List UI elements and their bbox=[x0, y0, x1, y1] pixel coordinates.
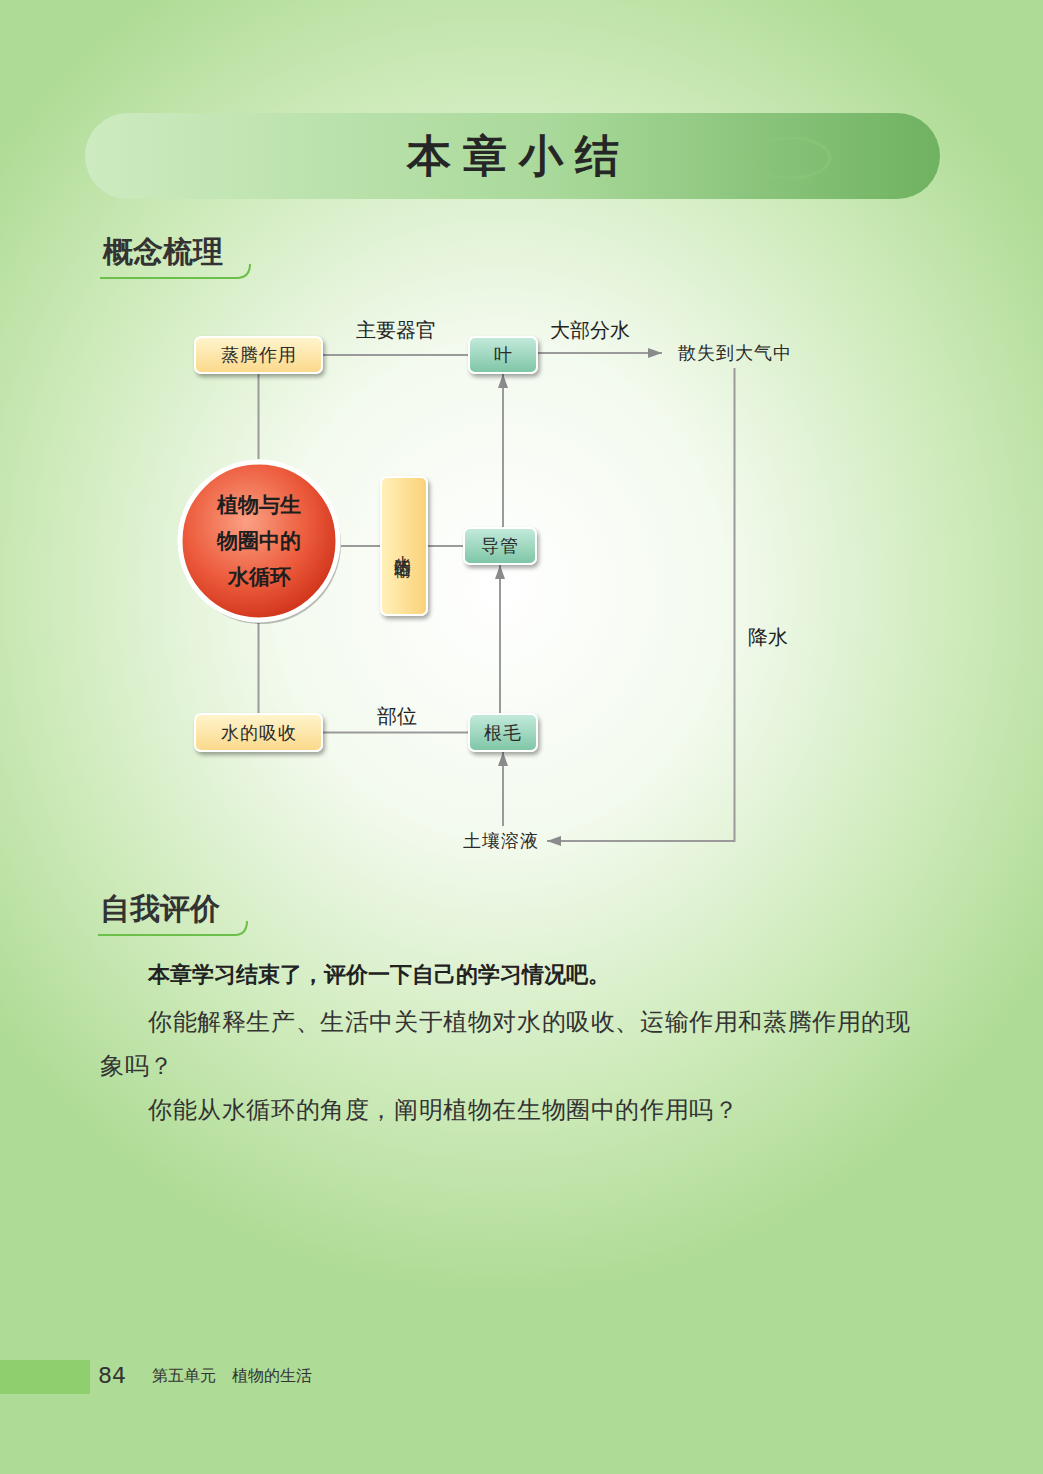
connector bbox=[258, 623, 260, 713]
intro-text: 本章学习结束了，评价一下自己的学习情况吧。 bbox=[148, 960, 948, 990]
endpoint-text: 土壤溶液 bbox=[455, 826, 547, 856]
section-heading: 自我评价 bbox=[100, 889, 220, 930]
endpoint-text: 散失到大气中 bbox=[662, 338, 807, 368]
edge-label: 部位 bbox=[377, 703, 417, 730]
node-text: 叶 bbox=[494, 343, 513, 367]
connector bbox=[499, 565, 501, 713]
circle-shape bbox=[180, 462, 338, 620]
node-text: 水的吸收 bbox=[221, 721, 297, 745]
title-band bbox=[85, 113, 940, 199]
node-text: 土壤溶液 bbox=[463, 829, 539, 853]
process-box: 蒸腾作用 bbox=[194, 336, 323, 374]
footer-text: 第五单元 植物的生活 bbox=[152, 1366, 312, 1387]
process-box: 水的吸收 bbox=[194, 713, 323, 752]
node-text: 植物与生物圈中的水循环 bbox=[213, 487, 305, 595]
central-circle: 植物与生物圈中的水循环 bbox=[177, 459, 341, 623]
node-text: 水的运输 bbox=[393, 542, 416, 550]
connector bbox=[341, 545, 380, 547]
node-text: 蒸腾作用 bbox=[221, 343, 297, 367]
node-text: 根毛 bbox=[484, 721, 522, 745]
edge-label: 主要器官 bbox=[356, 317, 436, 344]
node-text: 散失到大气中 bbox=[678, 341, 792, 365]
chapter-title: 本章小结 bbox=[85, 113, 940, 199]
footer-bar bbox=[0, 1360, 90, 1394]
question-text: 你能从水循环的角度，阐明植物在生物圈中的作用吗？ bbox=[100, 1088, 935, 1132]
connector bbox=[502, 752, 504, 826]
connector bbox=[502, 374, 504, 527]
connector bbox=[323, 354, 468, 356]
connector bbox=[323, 732, 468, 734]
connector bbox=[538, 352, 662, 354]
page-number: 84 bbox=[98, 1363, 126, 1388]
band-texture bbox=[750, 138, 830, 178]
organ-box: 叶 bbox=[468, 336, 538, 374]
section-heading: 概念梳理 bbox=[103, 232, 223, 273]
process-box: 水的运输 bbox=[380, 476, 428, 616]
organ-box: 根毛 bbox=[468, 713, 538, 752]
organ-box: 导管 bbox=[463, 527, 537, 565]
edge-label: 大部分水 bbox=[550, 317, 630, 344]
question-text: 你能解释生产、生活中关于植物对水的吸收、运输作用和蒸腾作用的现象吗？ bbox=[100, 1000, 935, 1088]
connector bbox=[428, 545, 463, 547]
connector bbox=[258, 374, 260, 459]
edge-label: 降水 bbox=[748, 624, 788, 651]
node-text: 导管 bbox=[481, 534, 519, 558]
connector bbox=[547, 368, 735, 841]
